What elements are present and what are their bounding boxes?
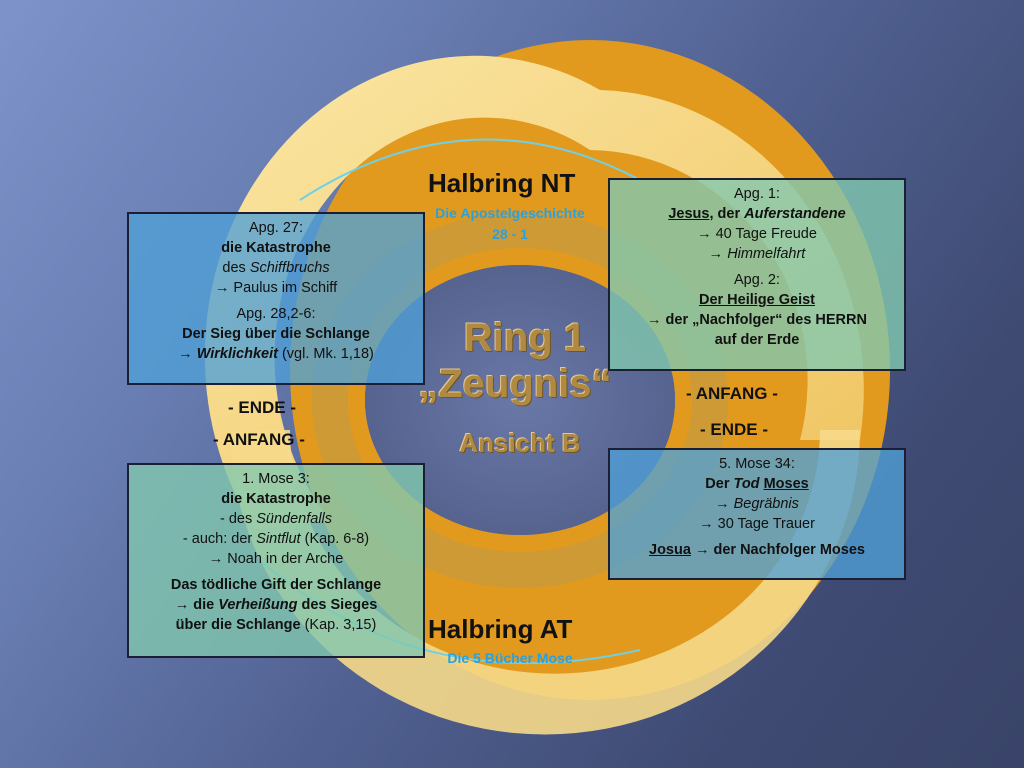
arrow-icon: →: [715, 496, 730, 512]
arrow-icon: →: [647, 312, 662, 328]
text-line: → Himmelfahrt: [708, 246, 806, 262]
box-1-mose-3: 1. Mose 3: die Katastrophe - des Sündenf…: [127, 463, 425, 658]
text-line: auf der Erde: [714, 332, 800, 348]
inner-hole-cover: [365, 265, 675, 535]
text-line: über die Schlange (Kap. 3,15): [175, 617, 377, 633]
ring-title: Ring 1: [463, 316, 587, 360]
arrow-icon: →: [694, 542, 710, 558]
at-title: Halbring AT: [428, 614, 573, 644]
text-line: Apg. 27:: [248, 220, 303, 236]
arrow-icon: →: [699, 516, 714, 532]
text-line: die Katastrophe: [221, 491, 331, 507]
text-line: Apg. 2:: [734, 272, 780, 288]
label-right-ende: - ENDE -: [700, 420, 768, 439]
box-5-mose-34: 5. Mose 34: Der Tod Moses → Begräbnis → …: [608, 448, 906, 580]
text-line: Apg. 1:: [734, 186, 780, 202]
text-line: Josua → der Nachfolger Moses: [649, 542, 865, 558]
view-label: Ansicht B: [459, 428, 581, 458]
text-line: 5. Mose 34:: [719, 456, 795, 472]
arrow-icon: →: [708, 246, 724, 262]
text-line: die Katastrophe: [221, 240, 331, 256]
box-apg-1-2: Apg. 1: Jesus, der Auferstandene → 40 Ta…: [608, 178, 906, 371]
text-line: des Schiffbruchs: [222, 260, 330, 276]
arrow-icon: →: [178, 346, 193, 362]
ring-subtitle: „Zeugnis“: [418, 362, 612, 406]
text-line: Der Heilige Geist: [698, 292, 816, 308]
at-subtitle: Die 5 Bücher Mose: [447, 650, 573, 666]
arrow-icon: →: [208, 551, 224, 567]
label-left-anfang: - ANFANG -: [213, 430, 305, 449]
nt-range: 28 - 1: [492, 226, 528, 242]
inner-ring: [312, 212, 728, 588]
nt-subtitle: Die Apostelgeschichte: [435, 205, 585, 221]
light-half-ring: [204, 55, 864, 530]
text-line: → Begräbnis: [715, 496, 799, 512]
lower-half-ring: [230, 430, 860, 735]
text-line: Der Tod Moses: [705, 476, 809, 492]
text-line: → 40 Tage Freude: [697, 226, 817, 242]
text-line: → Wirklichkeit (vgl. Mk. 1,18): [178, 346, 374, 362]
box-apg-27-28: Apg. 27: die Katastrophe des Schiffbruch…: [127, 212, 425, 385]
text-line: - auch: der Sintflut (Kap. 6-8): [182, 531, 370, 547]
text-line: Das tödliche Gift der Schlange: [170, 577, 382, 593]
nt-title: Halbring NT: [428, 168, 576, 198]
text-line: - des Sündenfalls: [219, 511, 333, 527]
label-right-anfang: - ANFANG -: [686, 384, 778, 403]
text-line: Der Sieg über die Schlange: [182, 326, 370, 342]
arrow-arc-top: [299, 138, 641, 201]
text-line: → Paulus im Schiff: [214, 280, 338, 296]
label-left-ende: - ENDE -: [228, 398, 296, 417]
text-line: Apg. 28,2-6:: [236, 306, 316, 322]
arrow-icon: →: [214, 280, 230, 296]
text-line: Jesus, der Auferstandene: [668, 206, 846, 222]
text-line: → die Verheißung des Sieges: [174, 597, 378, 613]
text-line: → der „Nachfolger“ des HERRN: [647, 312, 867, 328]
text-line: 1. Mose 3:: [242, 471, 310, 487]
text-line: → Noah in der Arche: [208, 551, 344, 567]
arrow-icon: →: [697, 226, 712, 242]
text-line: → 30 Tage Trauer: [699, 516, 815, 532]
arrow-icon: →: [174, 597, 190, 613]
